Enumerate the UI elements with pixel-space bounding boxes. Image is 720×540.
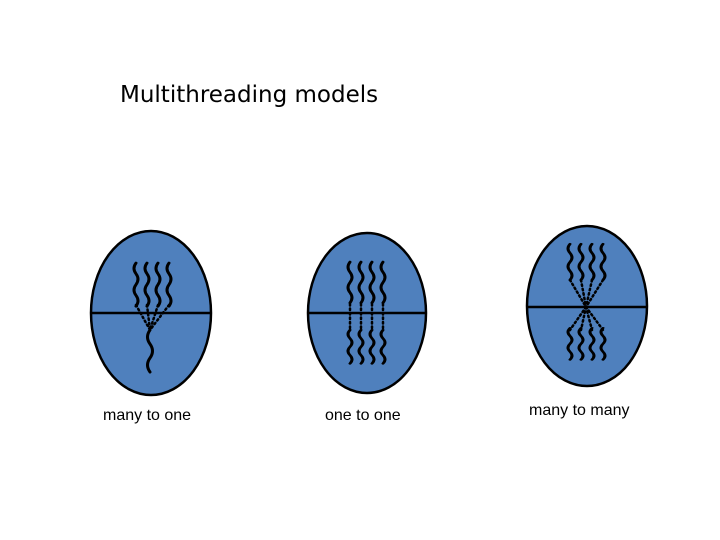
model-many-to-many (527, 226, 647, 386)
model-label-one-to-one: one to one (325, 407, 401, 425)
model-one-to-one (308, 233, 426, 393)
model-label-many-to-one: many to one (103, 407, 191, 425)
model-many-to-one (91, 231, 211, 395)
model-label-many-to-many: many to many (529, 402, 629, 420)
